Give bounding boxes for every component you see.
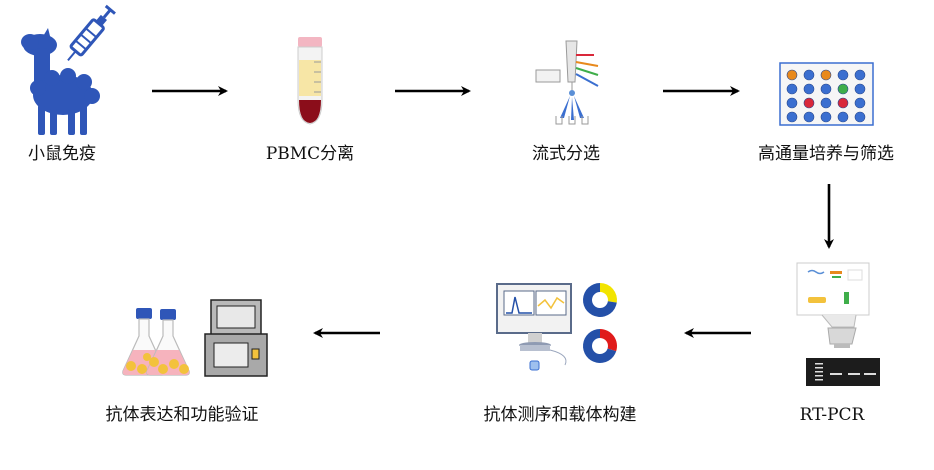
well — [837, 69, 849, 81]
well — [837, 111, 849, 123]
rt-pcr-icon — [796, 262, 880, 386]
well — [803, 97, 815, 109]
well — [820, 69, 832, 81]
well — [854, 97, 866, 109]
well — [820, 97, 832, 109]
well — [854, 69, 866, 81]
immunized-animal-icon — [21, 4, 116, 135]
donut-bottom-segment-blue — [583, 329, 617, 363]
sequence-donut-charts — [583, 283, 618, 363]
step-label-seq: 抗体测序和载体构建 — [483, 405, 637, 425]
well — [837, 97, 849, 109]
well — [786, 111, 798, 123]
well — [854, 83, 866, 95]
donut-top-segment-blue — [583, 283, 617, 318]
flow-arrows — [152, 86, 834, 338]
flow-sorter-icon — [535, 40, 599, 125]
well — [854, 111, 866, 123]
step-label-screen: 高通量培养与筛选 — [758, 144, 894, 164]
syringe-icon — [67, 4, 116, 61]
well — [803, 83, 815, 95]
well — [837, 83, 849, 95]
well-plate-icon — [779, 62, 874, 126]
step-label-pbmc: PBMC分离 — [265, 144, 355, 164]
donut-top-segment-yellow — [600, 283, 617, 303]
step-label-immunize: 小鼠免疫 — [28, 144, 96, 164]
bioreactor-icon — [204, 299, 268, 377]
expression-flasks-icon — [122, 308, 190, 376]
step-label-express: 抗体表达和功能验证 — [105, 405, 259, 425]
sequencing-workstation-icon — [496, 283, 572, 371]
well — [786, 97, 798, 109]
well — [803, 111, 815, 123]
well — [820, 111, 832, 123]
well — [820, 83, 832, 95]
donut-bottom-segment-red — [600, 329, 618, 352]
well — [786, 69, 798, 81]
step-label-rtpcr: RT-PCR — [799, 405, 865, 425]
well — [803, 69, 815, 81]
well — [786, 83, 798, 95]
centrifuge-tube-icon — [297, 37, 323, 125]
step-label-facs: 流式分选 — [532, 144, 600, 164]
